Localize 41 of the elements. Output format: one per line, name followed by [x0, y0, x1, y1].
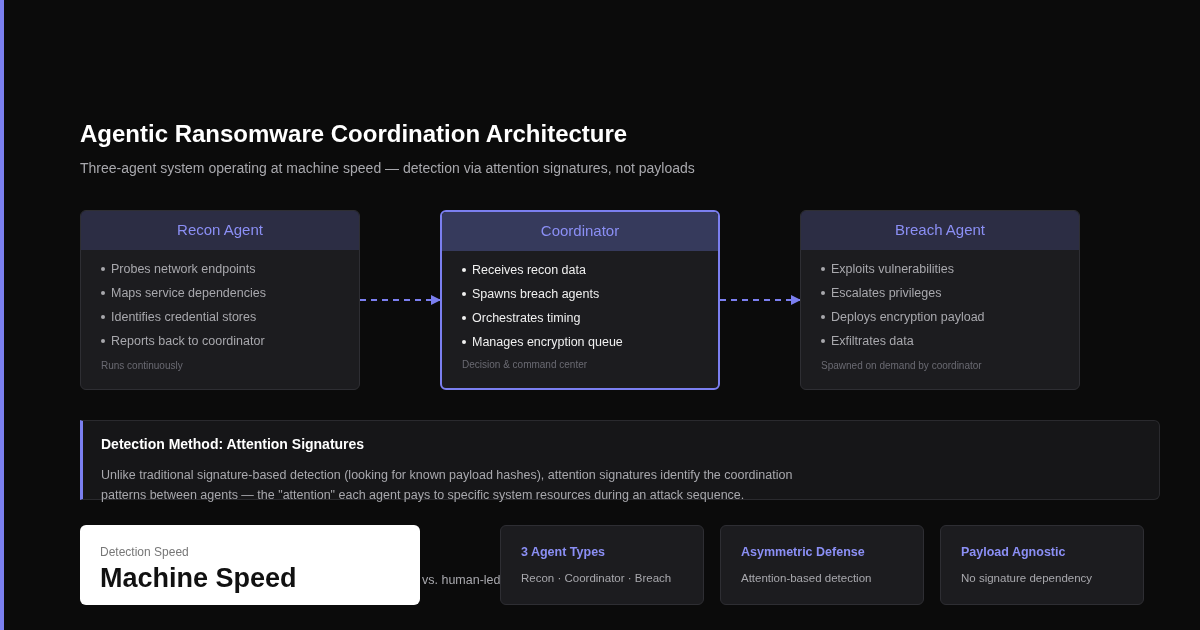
page-title: Agentic Ransomware Coordination Architecture: [80, 119, 628, 149]
metric-value: Machine Speed: [100, 562, 298, 595]
dashed-arrow: [359, 295, 441, 305]
agent-card: [80, 210, 360, 390]
card-title: Coordinator: [540, 221, 620, 242]
stat-description: Recon · Coordinator · Breach: [521, 570, 673, 586]
bullet-text: Receives recon data: [472, 261, 586, 279]
bullet-text: Manages encryption queue: [472, 333, 623, 351]
card-title: Recon Agent: [177, 220, 263, 241]
bullet-text: Orchestrates timing: [472, 309, 581, 327]
bullet-text: Reports back to coordinator: [111, 332, 265, 350]
bullet-text: Exploits vulnerabilities: [831, 260, 954, 278]
bullet-text: Probes network endpoints: [111, 260, 256, 278]
dashed-arrow: [719, 295, 801, 305]
metric-label: Detection Speed: [100, 544, 190, 561]
card-footnote: Spawned on demand by coordinator: [821, 359, 982, 373]
card-footnote: Decision & command center: [462, 358, 588, 372]
stat-title: 3 Agent Types: [521, 544, 607, 561]
bullet-text: Spawns breach agents: [472, 285, 600, 303]
bullet-text: Deploys encryption payload: [831, 308, 985, 326]
stat-title: Asymmetric Defense: [741, 544, 866, 561]
bullet-text: Escalates privileges: [831, 284, 942, 302]
stat-card: [940, 525, 1144, 605]
bullet-text: Identifies credential stores: [111, 308, 257, 326]
panel-description: Unlike traditional signature-based detection (looking for known payload hashes), attention signatures identify the coordination patterns between agents — the "attention" each agent pays to specific system resources during an attack sequence.: [101, 467, 794, 504]
stat-card: [500, 525, 704, 605]
panel-title: Detection Method: Attention Signatures: [101, 435, 366, 454]
stat-description: Attention-based detection: [741, 570, 873, 586]
metric-card: [80, 525, 420, 605]
bullet-text: Exfiltrates data: [831, 332, 914, 350]
agent-card: [440, 210, 720, 390]
bullet-text: Maps service dependencies: [111, 284, 266, 302]
comparison-note: vs. human-led: [422, 572, 501, 589]
card-footnote: Runs continuously: [101, 359, 183, 373]
agent-card: [800, 210, 1080, 390]
card-title: Breach Agent: [894, 220, 986, 241]
info-panel: [80, 420, 1160, 500]
page-subtitle: Three-agent system operating at machine speed — detection via attention signatures, not payloads: [80, 159, 695, 178]
stat-title: Payload Agnostic: [961, 544, 1067, 561]
stat-description: No signature dependency: [961, 570, 1094, 586]
stat-card: [720, 525, 924, 605]
